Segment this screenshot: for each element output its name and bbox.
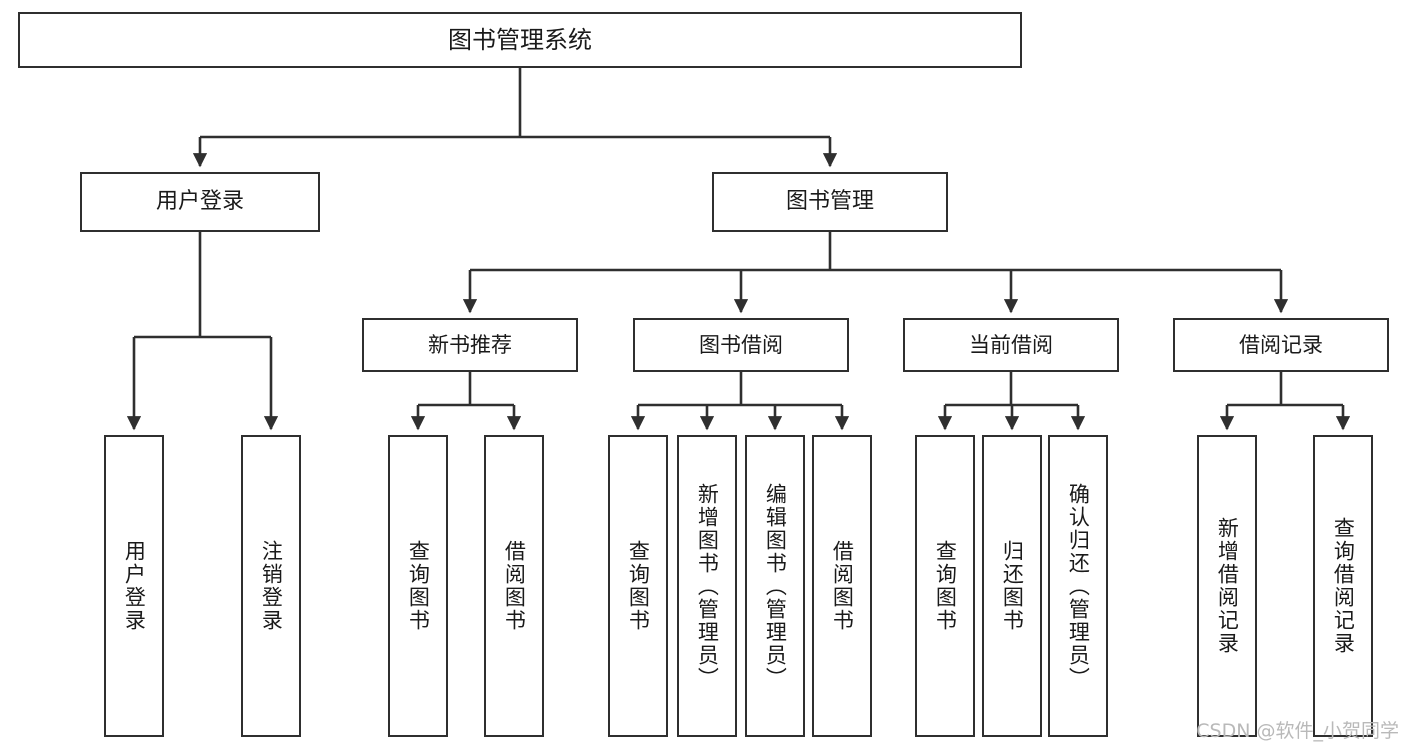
node-leaf-borrow-book[interactable]: 借阅图书 — [812, 435, 872, 737]
node-borrow-record[interactable]: 借阅记录 — [1173, 318, 1389, 372]
node-leaf-user-logout-label: 注销登录 — [259, 540, 284, 632]
node-leaf-return-book[interactable]: 归还图书 — [982, 435, 1042, 737]
node-leaf-return-book-label: 归还图书 — [1000, 540, 1025, 632]
node-user-login-label: 用户登录 — [155, 189, 244, 215]
node-leaf-query-borrow-record[interactable]: 查询借阅记录 — [1313, 435, 1373, 737]
node-leaf-user-logout[interactable]: 注销登录 — [241, 435, 301, 737]
node-leaf-query-borrow-record-label: 查询借阅记录 — [1331, 517, 1356, 655]
node-user-login[interactable]: 用户登录 — [80, 172, 320, 232]
node-current-borrow[interactable]: 当前借阅 — [903, 318, 1119, 372]
node-leaf-add-borrow-record[interactable]: 新增借阅记录 — [1197, 435, 1257, 737]
node-root[interactable]: 图书管理系统 — [18, 12, 1022, 68]
node-leaf-edit-book[interactable]: 编辑图书（管理员） — [745, 435, 805, 737]
node-leaf-query-book-borrow[interactable]: 查询图书 — [608, 435, 668, 737]
node-borrow-record-label: 借阅记录 — [1239, 332, 1323, 357]
node-book-borrow[interactable]: 图书借阅 — [633, 318, 849, 372]
node-leaf-query-book-rec-label: 查询图书 — [406, 540, 431, 632]
node-leaf-confirm-return-label: 确认归还（管理员） — [1066, 482, 1091, 690]
node-book-borrow-label: 图书借阅 — [699, 332, 783, 357]
node-current-borrow-label: 当前借阅 — [969, 332, 1053, 357]
node-leaf-add-book[interactable]: 新增图书（管理员） — [677, 435, 737, 737]
node-leaf-user-login-label: 用户登录 — [122, 540, 147, 632]
node-book-manage[interactable]: 图书管理 — [712, 172, 948, 232]
node-new-book-recommend-label: 新书推荐 — [428, 332, 512, 357]
node-leaf-borrow-book-label: 借阅图书 — [830, 540, 855, 632]
node-leaf-edit-book-label: 编辑图书（管理员） — [763, 482, 788, 690]
node-root-label: 图书管理系统 — [448, 25, 592, 54]
node-leaf-borrow-book-rec-label: 借阅图书 — [502, 540, 527, 632]
node-leaf-query-book-borrow-label: 查询图书 — [626, 540, 651, 632]
node-leaf-add-book-label: 新增图书（管理员） — [695, 482, 720, 690]
node-leaf-borrow-book-rec[interactable]: 借阅图书 — [484, 435, 544, 737]
node-leaf-query-book-current-label: 查询图书 — [933, 540, 958, 632]
node-book-manage-label: 图书管理 — [785, 189, 874, 215]
node-leaf-query-book-rec[interactable]: 查询图书 — [388, 435, 448, 737]
node-new-book-recommend[interactable]: 新书推荐 — [362, 318, 578, 372]
node-leaf-add-borrow-record-label: 新增借阅记录 — [1215, 517, 1240, 655]
node-leaf-confirm-return[interactable]: 确认归还（管理员） — [1048, 435, 1108, 737]
node-leaf-user-login[interactable]: 用户登录 — [104, 435, 164, 737]
watermark: CSDN @软件_小贺同学 — [1196, 720, 1399, 742]
node-leaf-query-book-current[interactable]: 查询图书 — [915, 435, 975, 737]
